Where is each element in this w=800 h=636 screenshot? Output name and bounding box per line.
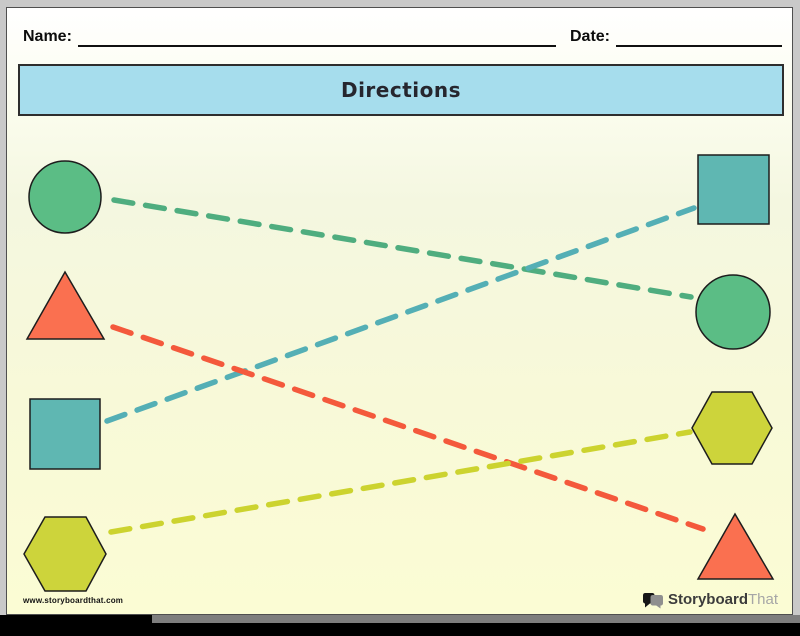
logo-text: StoryboardThat [668,591,778,609]
connection-hexagon-match [108,429,693,535]
logo-text-secondary: That [747,591,778,608]
logo-text-primary: Storyboard [667,591,748,608]
shape-right-square [697,154,770,225]
directions-banner: Directions [18,64,784,116]
date-label: Date: [569,28,610,45]
name-date-row: Name: Date: [23,27,782,47]
site-url: www.storyboardthat.com [23,596,124,605]
connection-square-match [104,205,697,424]
date-write-line [616,27,782,47]
matching-shapes-canvas [23,154,775,592]
directions-title: Directions [340,78,462,102]
shape-left-square [29,398,101,470]
shape-right-circle [695,274,771,350]
viewer-bottom-black-bar [0,623,800,636]
viewer-bottom-gray-bar [152,615,800,623]
name-label: Name: [23,28,72,45]
shape-left-triangle [25,270,106,340]
connection-circle-match [111,197,694,300]
speech-bubbles-icon [642,593,663,609]
connection-triangle-match [110,324,706,532]
shape-right-hexagon [691,391,773,465]
shape-right-triangle [696,512,775,580]
shape-left-circle [28,160,102,234]
worksheet-page: Name: Date: Directions www.storyboardtha… [6,7,793,615]
name-write-line [77,27,556,47]
storyboardthat-logo: StoryboardThat [642,591,778,609]
shape-left-hexagon [23,516,107,592]
viewer-bottom-black-corner [0,615,152,625]
